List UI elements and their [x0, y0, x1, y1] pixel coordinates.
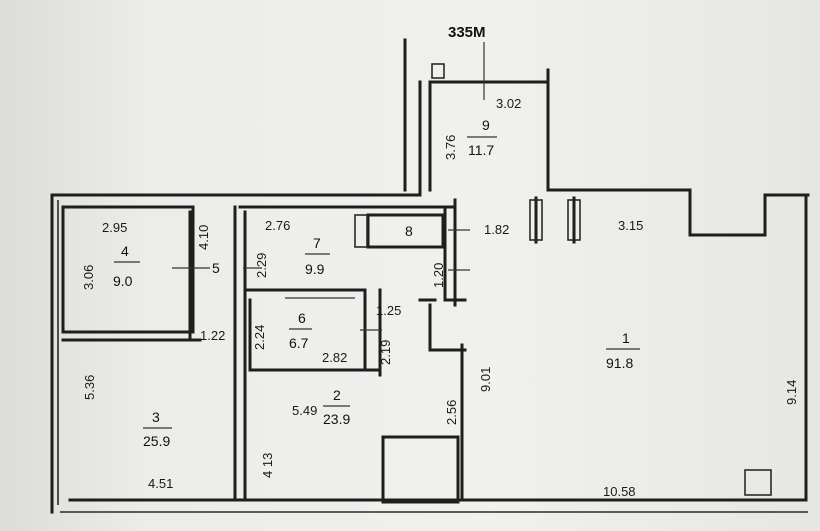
- room-7-walls: [233, 205, 457, 502]
- room-9-area: 11.7: [468, 142, 494, 158]
- dim-9-14: 9.14: [784, 380, 799, 405]
- dim-2-95: 2.95: [102, 220, 127, 235]
- dim-2-29: 2.29: [254, 253, 269, 278]
- room-4-number: 4: [121, 243, 129, 259]
- dim-4-51: 4.51: [148, 476, 173, 491]
- dim-2-56: 2.56: [444, 400, 459, 425]
- room-1-number: 1: [622, 330, 630, 346]
- column-pieces: [431, 63, 772, 496]
- room-6-number: 6: [298, 310, 306, 326]
- room-8-walls: [354, 198, 467, 307]
- room-8-number: 8: [405, 223, 413, 239]
- dim-3-06: 3.06: [81, 265, 96, 290]
- dim-10-58: 10.58: [603, 484, 636, 499]
- dim-1-20: 1.20: [431, 263, 446, 288]
- dim-3-15: 3.15: [618, 218, 643, 233]
- dim-2-24: 2.24: [252, 325, 267, 350]
- room-7-number: 7: [313, 235, 321, 251]
- room-1-area: 91.8: [606, 355, 633, 371]
- room-9-number: 9: [482, 117, 490, 133]
- room-3-area: 25.9: [143, 433, 170, 449]
- dim-5-49: 5.49: [292, 403, 317, 418]
- dim-2-76: 2.76: [265, 218, 290, 233]
- dim-1-25: 1.25: [376, 303, 401, 318]
- room-4-walls: [61, 205, 202, 342]
- dim-1-82: 1.82: [484, 222, 509, 237]
- dim-9-01: 9.01: [478, 367, 493, 392]
- room-labels: 9 11.7 4 9.0 5 7 9.9 8 6 6.7 1 91.8 2 23…: [113, 117, 640, 449]
- room-6-area: 6.7: [289, 335, 309, 351]
- room-7-area: 9.9: [305, 261, 325, 277]
- room-2-area: 23.9: [323, 411, 350, 427]
- dim-3-02: 3.02: [496, 96, 521, 111]
- dim-2-19: 2.19: [378, 340, 393, 365]
- room-3-number: 3: [152, 409, 160, 425]
- dim-5-36: 5.36: [82, 375, 97, 400]
- outer-walls: [50, 38, 810, 514]
- dim-4-10: 4.10: [196, 225, 211, 250]
- dim-4-13: 4 13: [260, 453, 275, 478]
- room-4-area: 9.0: [113, 273, 133, 289]
- dim-2-82: 2.82: [322, 350, 347, 365]
- dim-1-22: 1.22: [200, 328, 225, 343]
- room-5-number: 5: [212, 260, 220, 276]
- dim-3-76: 3.76: [443, 135, 458, 160]
- plan-header-label: 335M: [448, 24, 486, 41]
- room-2-number: 2: [333, 387, 341, 403]
- dimension-lines: [172, 42, 485, 331]
- dimension-labels: 3.02 3.76 1.82 3.15 2.95 4.10 3.06 2.76 …: [81, 96, 799, 499]
- center-partitions: [381, 298, 467, 504]
